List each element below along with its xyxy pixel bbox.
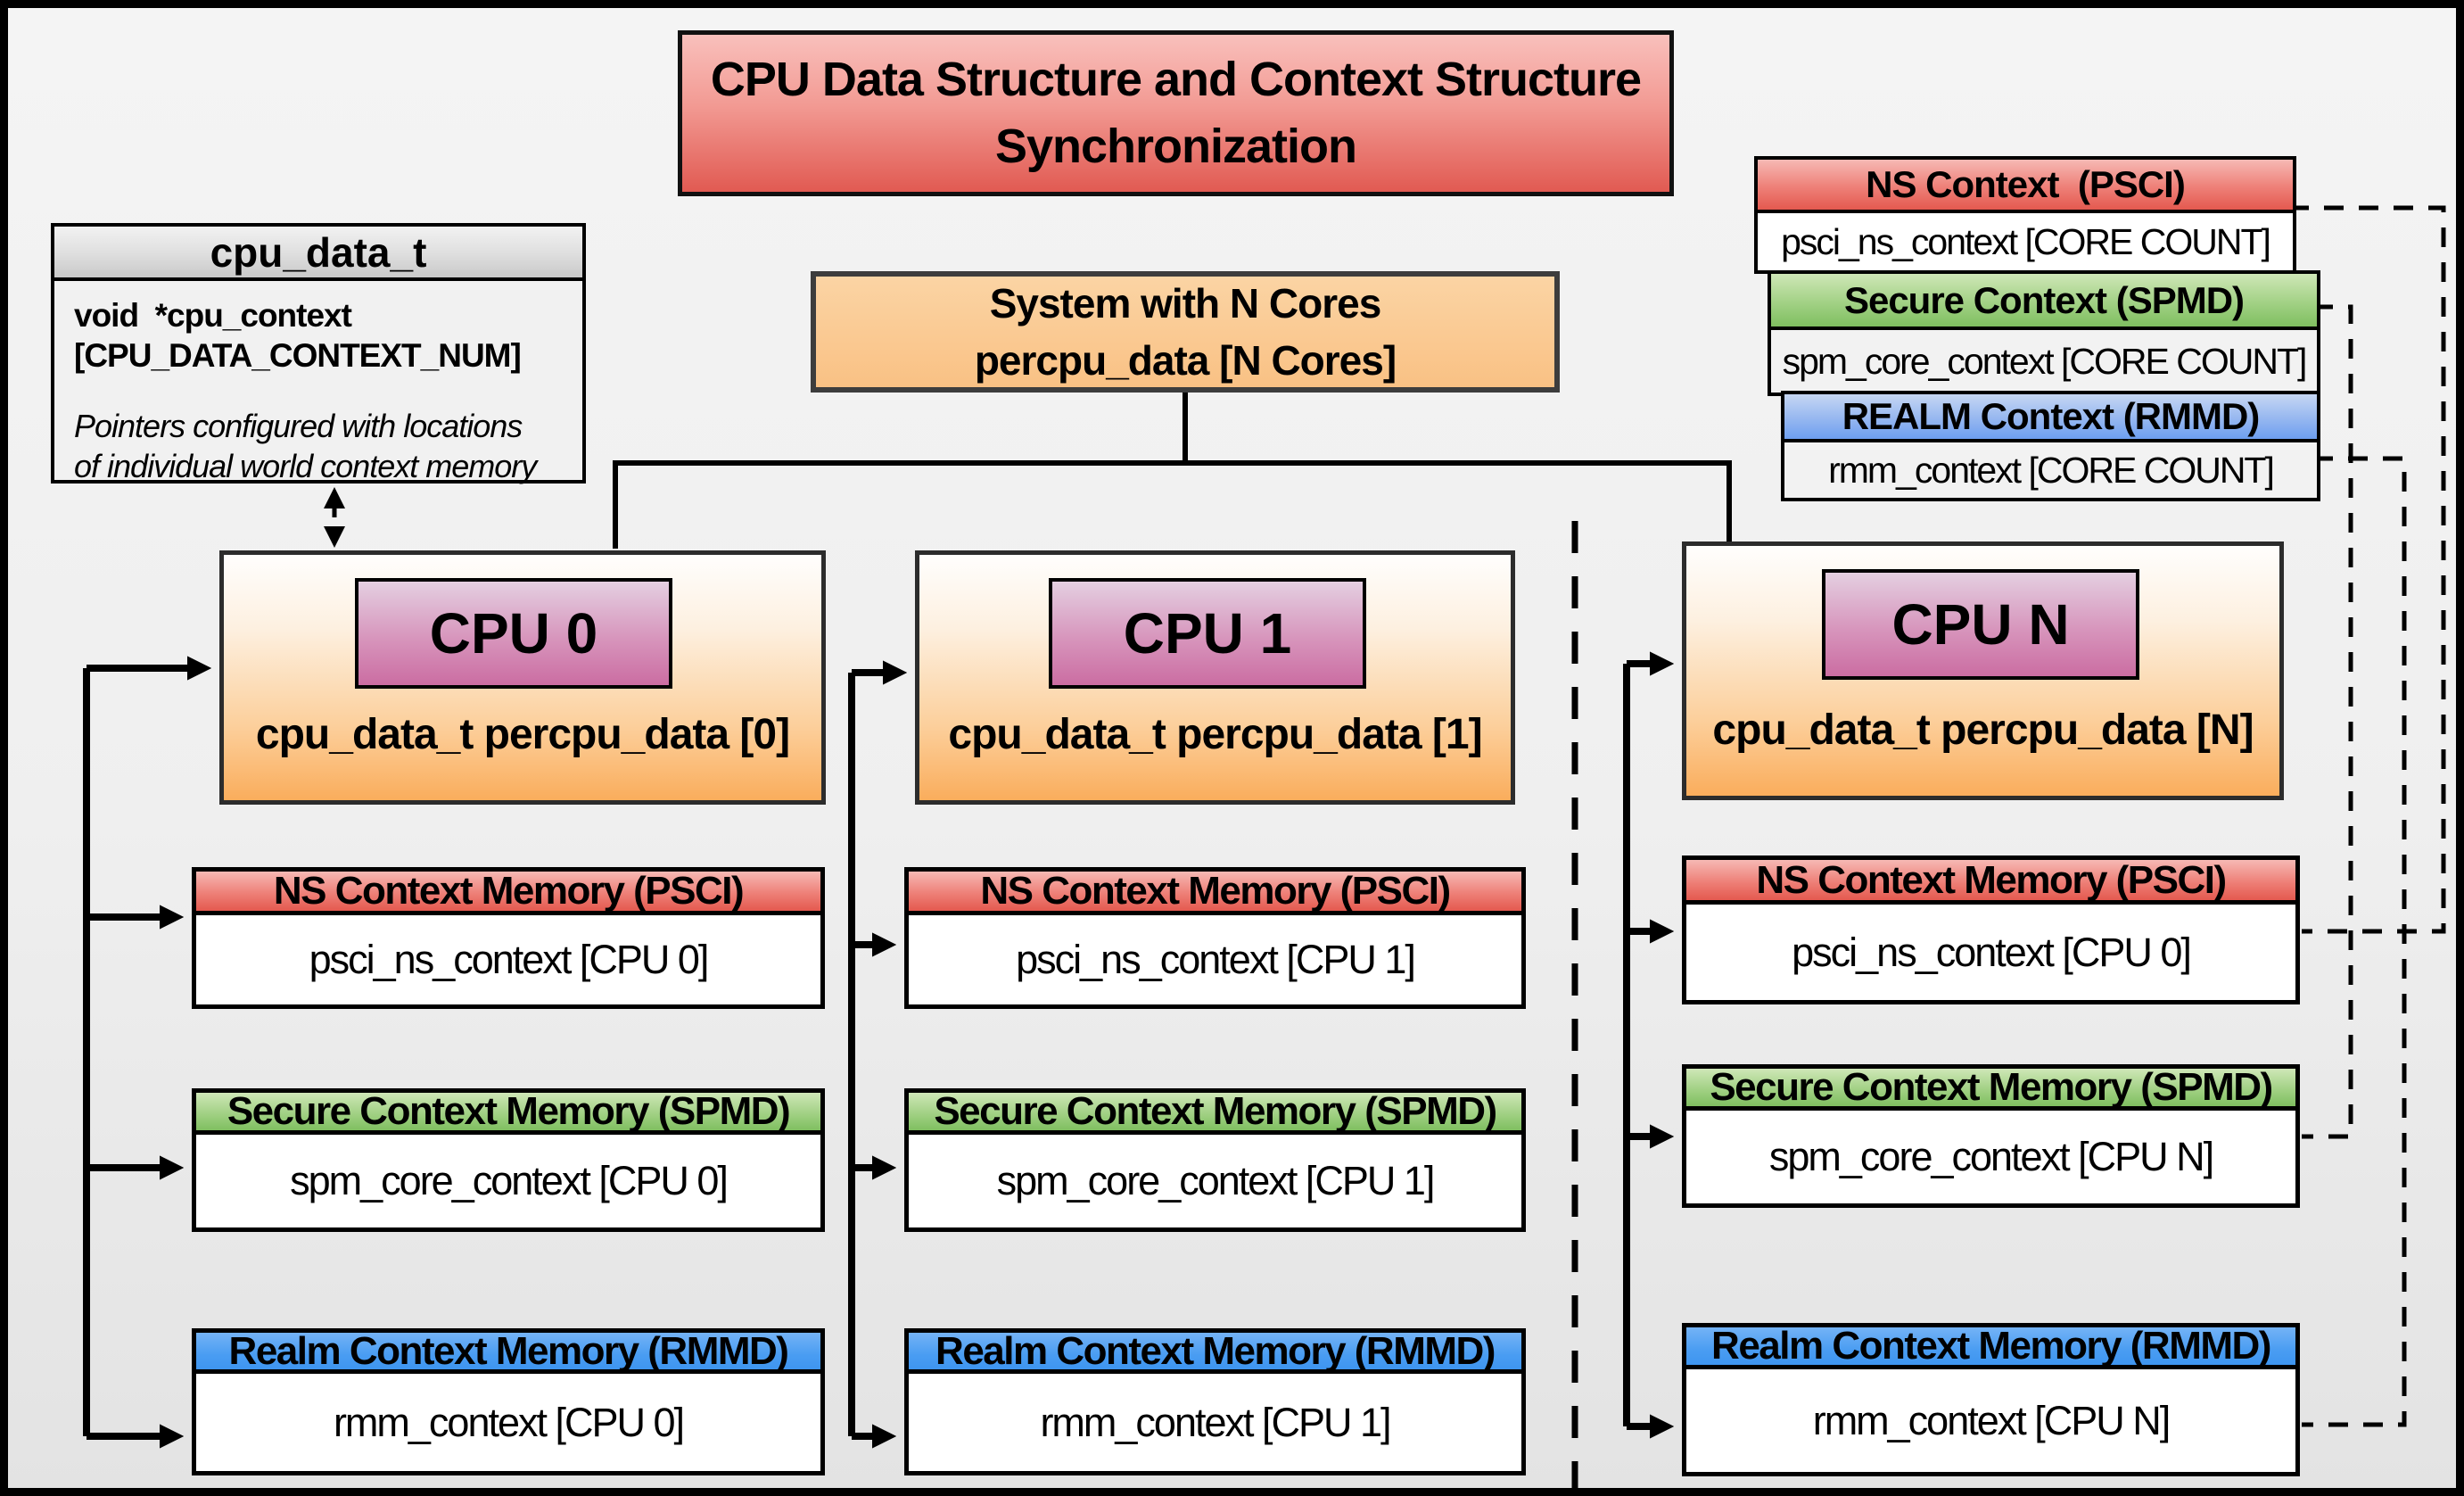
cpu0-realm-context-memory-box: Realm Context Memory (RMMD) rmm_context … (192, 1328, 825, 1475)
struct-note-line1: Pointers configured with locations (74, 408, 523, 445)
cpu0-ns-context-memory-box: NS Context Memory (PSCI) psci_ns_context… (192, 867, 825, 1009)
cpu1-ns-context-memory-box: NS Context Memory (PSCI) psci_ns_context… (904, 867, 1526, 1009)
cpu1-secure-body: spm_core_context [CPU 1] (996, 1158, 1436, 1203)
cpu0-pointer-bus (83, 656, 212, 1449)
legend-ns-context: NS Context (PSCI) psci_ns_context [CORE … (1754, 156, 2296, 274)
struct-field-line2: [CPU_DATA_CONTEXT_NUM] (74, 337, 522, 375)
cpu1-label-box: CPU 1 (1049, 578, 1366, 689)
cpu0-label-box: CPU 0 (355, 578, 672, 689)
system-box-line1: System with N Cores (989, 279, 1382, 326)
cpu-data-t-struct-box: cpu_data_t void *cpu_context [CPU_DATA_C… (51, 223, 586, 484)
cpu0-realm-body: rmm_context [CPU 0] (333, 1399, 685, 1445)
struct-note-line2: of individual world context memory (74, 448, 537, 485)
cpun-ns-context-memory-box: NS Context Memory (PSCI) psci_ns_context… (1682, 855, 2300, 1004)
legend-secure-header: Secure Context (SPMD) (1771, 274, 2317, 330)
legend-realm-context: REALM Context (RMMD) rmm_context [CORE C… (1781, 391, 2320, 501)
struct-box-body: void *cpu_context [CPU_DATA_CONTEXT_NUM]… (54, 281, 582, 486)
system-n-cores-box: System with N Cores percpu_data [N Cores… (811, 271, 1560, 393)
cpun-realm-header: Realm Context Memory (RMMD) (1686, 1324, 2295, 1369)
system-tree-connector (613, 392, 1732, 549)
cpun-realm-context-memory-box: Realm Context Memory (RMMD) rmm_context … (1682, 1323, 2300, 1476)
cpu1-realm-header: Realm Context Memory (RMMD) (909, 1329, 1521, 1374)
realm-legend-dashed-route (2302, 456, 2407, 1427)
system-box-line2: percpu_data [N Cores] (974, 337, 1397, 384)
legend-realm-body: rmm_context [CORE COUNT] (1784, 442, 2317, 498)
cpu1-secure-header: Secure Context Memory (SPMD) (909, 1089, 1521, 1135)
cpu0-secure-body: spm_core_context [CPU 0] (290, 1158, 729, 1203)
cpun-ns-body: psci_ns_context [CPU 0] (1792, 929, 2192, 975)
cpu1-pointer-bus (848, 660, 908, 1449)
cpun-secure-body: spm_core_context [CPU N] (1768, 1134, 2214, 1179)
cpu0-percpu-data-text: cpu_data_t percpu_data [0] (255, 711, 790, 758)
cpun-realm-body: rmm_context [CPU N] (1812, 1397, 2171, 1443)
legend-secure-context: Secure Context (SPMD) spm_core_context [… (1768, 270, 2320, 396)
legend-realm-header: REALM Context (RMMD) (1784, 394, 2317, 442)
struct-field-line1: void *cpu_context (74, 297, 352, 334)
cpu1-ns-header: NS Context Memory (PSCI) (909, 869, 1521, 915)
diagram-title: CPU Data Structure and Context Structure… (678, 30, 1674, 196)
legend-secure-body: spm_core_context [CORE COUNT] (1771, 330, 2317, 393)
cpu0-secure-context-memory-box: Secure Context Memory (SPMD) spm_core_co… (192, 1088, 825, 1232)
cpu0-ns-body: psci_ns_context [CPU 0] (309, 937, 710, 982)
cpu0-data-box: CPU 0 cpu_data_t percpu_data [0] (219, 550, 826, 805)
cpu1-ns-body: psci_ns_context [CPU 1] (1016, 937, 1416, 982)
cpu0-secure-header: Secure Context Memory (SPMD) (196, 1089, 820, 1135)
diagram-title-line1: CPU Data Structure and Context Structure (710, 53, 1642, 107)
cpun-label-box: CPU N (1822, 569, 2139, 680)
cpun-secure-header: Secure Context Memory (SPMD) (1686, 1065, 2295, 1111)
cpu1-secure-context-memory-box: Secure Context Memory (SPMD) spm_core_co… (904, 1088, 1526, 1232)
struct-to-cpu0-dashed-arrow (324, 487, 345, 548)
cpun-data-box: CPU N cpu_data_t percpu_data [N] (1682, 541, 2284, 800)
cpu1-data-box: CPU 1 cpu_data_t percpu_data [1] (915, 550, 1515, 805)
cpu1-realm-body: rmm_context [CPU 1] (1040, 1399, 1391, 1445)
cpu1-percpu-data-text: cpu_data_t percpu_data [1] (948, 711, 1482, 758)
cpun-pointer-bus (1623, 651, 1675, 1439)
struct-box-header: cpu_data_t (54, 227, 582, 281)
cpun-ns-header: NS Context Memory (PSCI) (1686, 858, 2295, 905)
cpu0-ns-header: NS Context Memory (PSCI) (196, 869, 820, 915)
diagram-title-line2: Synchronization (994, 120, 1357, 173)
cpu1-realm-context-memory-box: Realm Context Memory (RMMD) rmm_context … (904, 1328, 1526, 1475)
cpun-secure-context-memory-box: Secure Context Memory (SPMD) spm_core_co… (1682, 1064, 2300, 1208)
cpu0-realm-header: Realm Context Memory (RMMD) (196, 1329, 820, 1374)
cpun-percpu-data-text: cpu_data_t percpu_data [N] (1712, 707, 2254, 754)
legend-ns-header: NS Context (PSCI) (1758, 160, 2293, 213)
legend-ns-body: psci_ns_context [CORE COUNT] (1758, 213, 2293, 270)
